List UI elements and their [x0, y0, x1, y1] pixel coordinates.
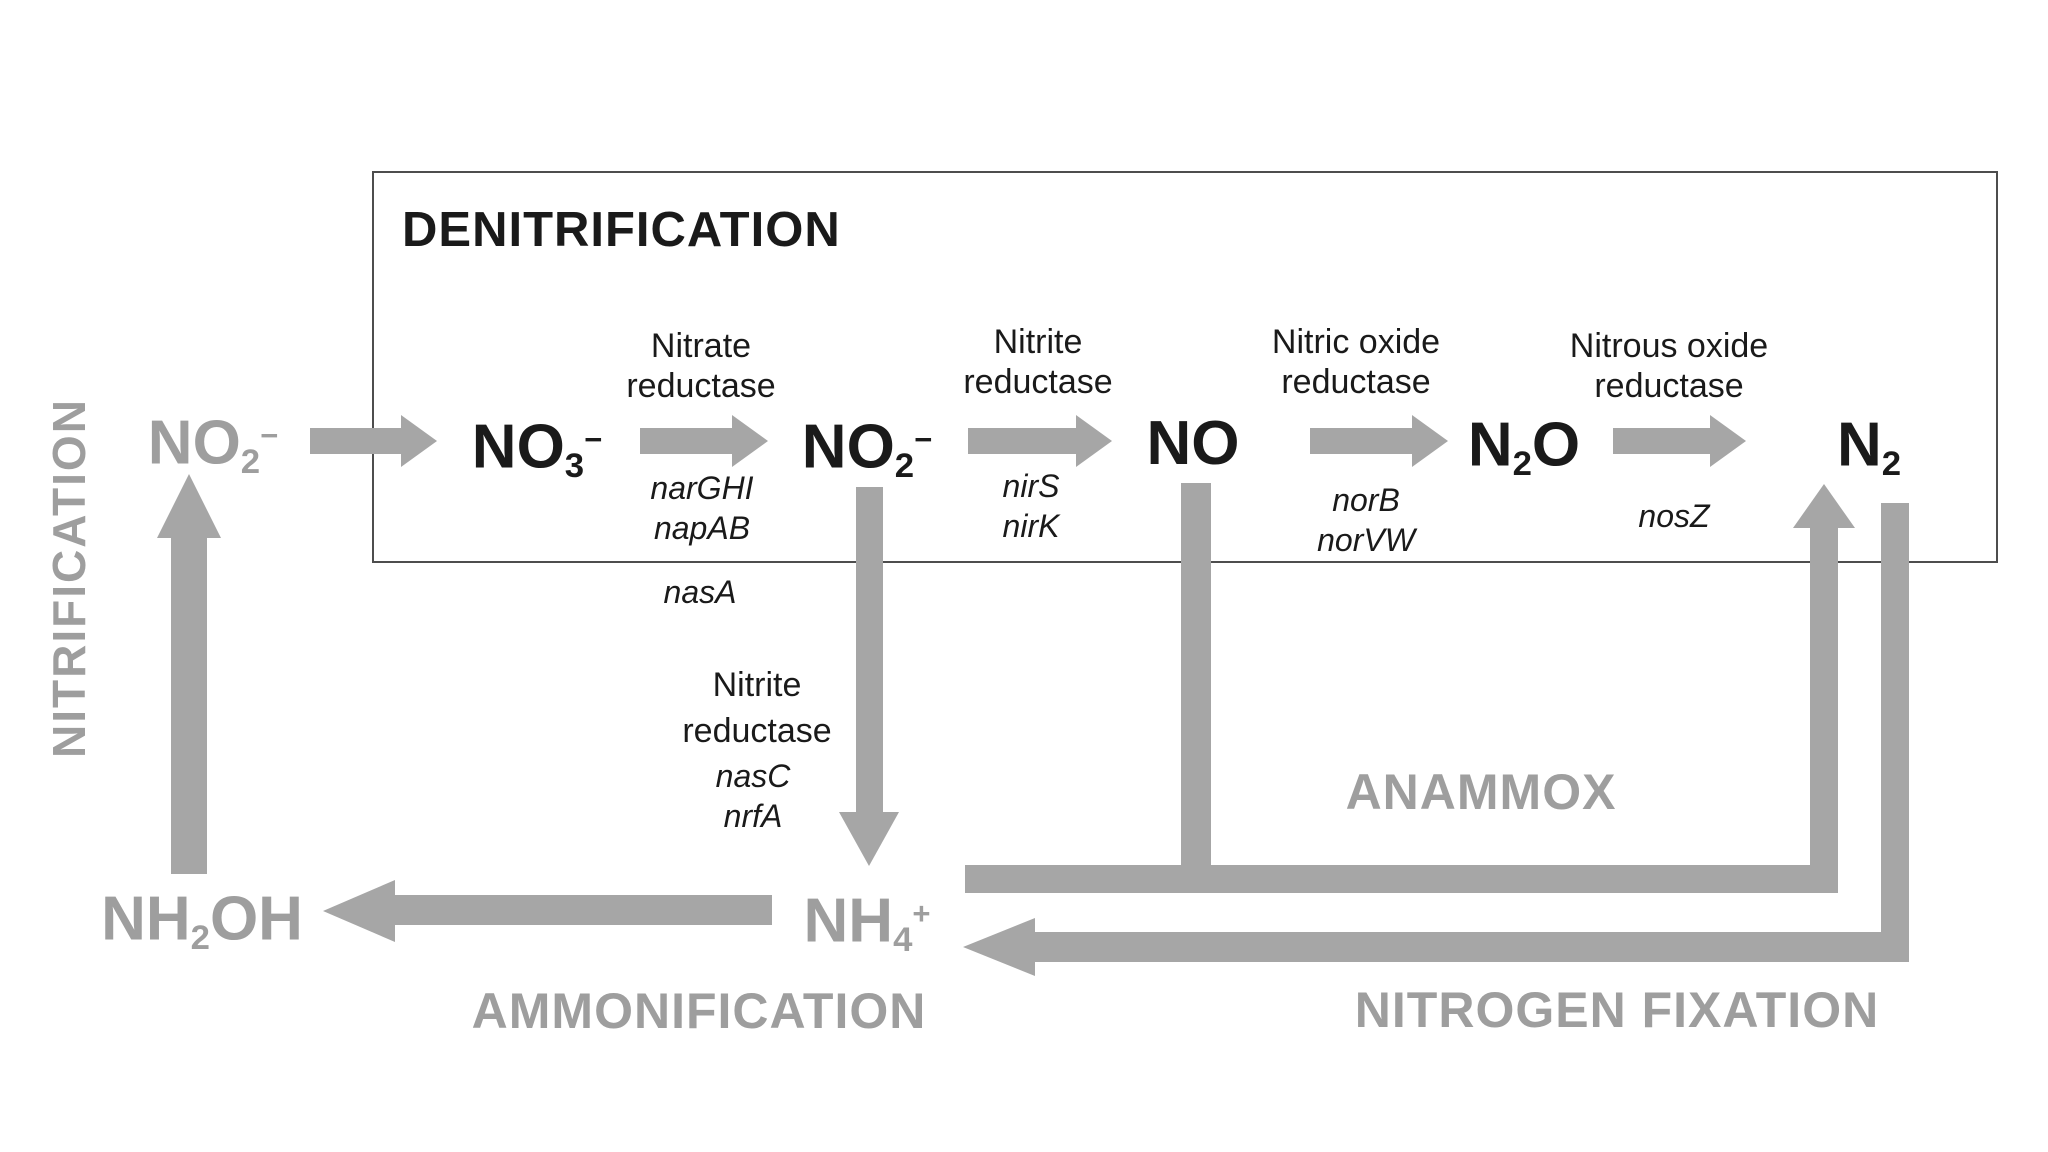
gene-label: nasC: [715, 758, 791, 794]
gene-label: nasA: [663, 574, 737, 610]
compound-hydroxylamine: NH2OH: [101, 888, 303, 957]
formula-sub: 2: [240, 443, 261, 481]
formula-base: N: [1836, 410, 1882, 480]
formula-sub: 2: [190, 919, 210, 957]
gene-label: nirS: [1002, 468, 1060, 504]
enzyme-line: reductase: [682, 712, 832, 750]
arrow-head: [1076, 415, 1112, 467]
nitrous-oxide-reductase-label: Nitrous oxide reductase: [1570, 326, 1768, 406]
arrow-head: [732, 415, 768, 467]
enzyme-line: Nitrous oxide: [1569, 327, 1769, 365]
enzyme-line: Nitrite: [712, 666, 802, 704]
gene-label: norB: [1332, 482, 1400, 518]
nitrification-up-arrow-head: [157, 474, 221, 538]
no-to-anammox-bar: [1181, 483, 1211, 893]
formula-base: NH: [803, 886, 894, 956]
nitrogen-fixation-down-bar: [1881, 503, 1909, 962]
formula-sup: −: [914, 422, 933, 458]
gene-label: nirK: [1002, 508, 1060, 544]
arrow-nitrate-to-nitrite: [640, 415, 768, 467]
anammox-horizontal-bar: [965, 865, 1838, 893]
ammonification-arrow-head: [323, 880, 395, 942]
arrow-shaft: [640, 428, 732, 454]
nitrite-reductase-label: Nitrite reductase: [963, 322, 1112, 402]
nitrite-to-ammonium-arrow-shaft: [856, 487, 883, 814]
gene-label: narGHI: [650, 470, 754, 506]
arrow-shaft: [1310, 428, 1412, 454]
enzyme-line: reductase: [963, 363, 1113, 401]
formula-base: NO: [471, 412, 565, 482]
enzyme-line: reductase: [626, 367, 776, 405]
compound-dinitrogen: N2: [1837, 414, 1902, 483]
gene-label: napAB: [653, 510, 751, 546]
enzyme-line: Nitrite: [993, 323, 1083, 361]
nitrate-reductase-gene-nasa: nasA: [664, 572, 737, 612]
enzyme-line: reductase: [1281, 363, 1431, 401]
compound-nitric-oxide: NO: [1147, 413, 1240, 475]
formula-sup: −: [260, 418, 279, 454]
formula-sub: 2: [894, 447, 915, 485]
nitrification-up-arrow-shaft: [171, 536, 207, 874]
assimilatory-nitrite-reductase-genes: nasC nrfA: [716, 756, 791, 836]
arrow-head: [1710, 415, 1746, 467]
arrow-shaft: [310, 428, 401, 454]
formula-base: O: [1531, 410, 1581, 480]
nitrite-reductase-genes: nirS nirK: [1003, 466, 1060, 546]
compound-nitrous-oxide: N2O: [1468, 414, 1580, 483]
nitrite-to-ammonium-arrow-head: [839, 812, 899, 866]
formula-sub: 2: [1512, 445, 1532, 483]
nitric-oxide-reductase-label: Nitric oxide reductase: [1272, 322, 1440, 402]
formula-sub: 4: [893, 921, 913, 959]
arrow-shaft: [968, 428, 1076, 454]
denitrification-title: DENITRIFICATION: [402, 203, 841, 257]
arrow-head: [1412, 415, 1448, 467]
enzyme-line: reductase: [1594, 367, 1744, 405]
formula-sup: +: [912, 896, 931, 932]
anammox-label: ANAMMOX: [1345, 764, 1617, 820]
formula-base: NO: [801, 412, 895, 482]
assimilatory-nitrite-reductase-label: Nitrite reductase: [682, 662, 831, 754]
arrow-nitric-oxide-to-nitrous-oxide: [1310, 415, 1448, 467]
formula-sup: −: [584, 422, 603, 458]
enzyme-line: Nitrate: [650, 327, 752, 365]
nitrification-label: NITRIFICATION: [43, 398, 95, 758]
compound-ammonium: NH4+: [804, 890, 931, 959]
anammox-up-arrow-shaft: [1810, 526, 1838, 893]
compound-nitrite: NO2−: [802, 416, 933, 485]
arrow-shaft: [1613, 428, 1710, 454]
nitrogen-fixation-arrow-head: [963, 918, 1035, 976]
gene-label: norVW: [1317, 522, 1415, 558]
compound-nitrite-outer: NO2−: [148, 412, 279, 481]
ammonification-label: AMMONIFICATION: [471, 983, 927, 1039]
enzyme-line: Nitric oxide: [1271, 323, 1441, 361]
nitrate-reductase-genes: narGHI napAB: [650, 468, 753, 548]
formula-sub: 3: [564, 447, 585, 485]
gene-label: nosZ: [1638, 498, 1710, 534]
ammonification-arrow-shaft: [395, 895, 772, 925]
formula-base: NH: [101, 884, 191, 954]
nitrogen-fixation-horizontal-bar: [1035, 932, 1909, 962]
gene-label: nrfA: [723, 798, 783, 834]
formula-sub: 2: [1881, 445, 1902, 483]
arrow-head: [401, 415, 437, 467]
formula-base: OH: [209, 884, 303, 954]
arrow-nitrite-outer-to-nitrate: [310, 415, 437, 467]
nitric-oxide-reductase-genes: norB norVW: [1317, 480, 1415, 560]
nitrogen-fixation-label: NITROGEN FIXATION: [1354, 982, 1880, 1038]
formula-base: NO: [1146, 409, 1240, 478]
nitrate-reductase-label: Nitrate reductase: [626, 326, 775, 406]
formula-base: N: [1467, 410, 1513, 480]
anammox-up-arrow-head: [1793, 484, 1855, 528]
arrow-nitrous-oxide-to-dinitrogen: [1613, 415, 1746, 467]
nitrous-oxide-reductase-genes: nosZ: [1638, 496, 1709, 536]
arrow-nitrite-to-nitric-oxide: [968, 415, 1112, 467]
formula-base: NO: [147, 408, 241, 478]
compound-nitrate: NO3−: [472, 416, 603, 485]
